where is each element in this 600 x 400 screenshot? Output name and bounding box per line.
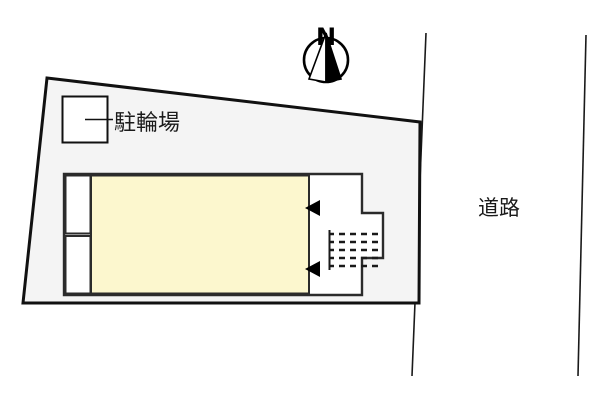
balcony-lower-left xyxy=(64,235,92,295)
entrance-arrow-lower xyxy=(305,261,320,277)
apartment-building xyxy=(62,172,385,297)
road-edge-far xyxy=(577,34,587,377)
compass-north-letter: N xyxy=(316,23,336,51)
entrance-arrow-upper xyxy=(305,200,320,216)
compass-needle-dark xyxy=(325,32,343,83)
balcony-upper-left xyxy=(64,174,92,235)
road-label: 道路 xyxy=(478,196,520,220)
bicycle-parking-legend: 駐輪場 xyxy=(61,95,180,144)
stair-hatch-area xyxy=(328,230,382,270)
building-core-block xyxy=(90,174,310,295)
north-arrow: N xyxy=(302,23,350,84)
bicycle-parking-label: 駐輪場 xyxy=(114,111,180,136)
